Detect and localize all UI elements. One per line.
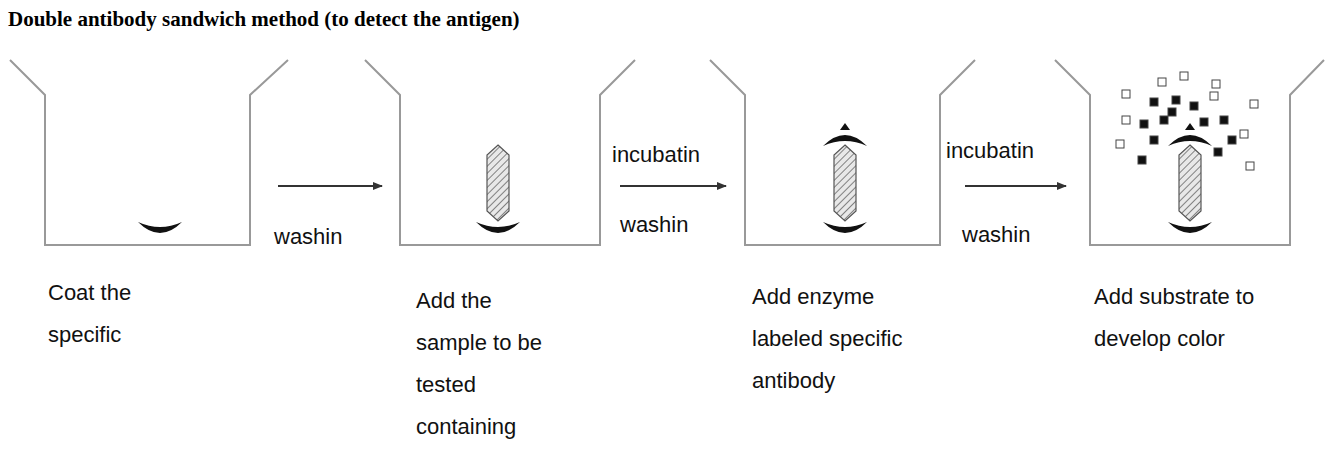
step-label: incubatin — [608, 140, 704, 170]
product-square — [1190, 102, 1198, 110]
product-square — [1246, 162, 1254, 170]
step-label: washin — [270, 222, 346, 252]
product-square — [1138, 156, 1146, 164]
product-square — [1220, 116, 1228, 124]
color-product — [1116, 72, 1258, 170]
step-label: washin — [958, 220, 1034, 250]
product-square — [1212, 80, 1220, 88]
step-caption: Add substrate to develop color — [1094, 276, 1319, 360]
product-square — [1122, 116, 1130, 124]
product-square — [1168, 108, 1176, 116]
product-square — [1210, 92, 1218, 100]
product-square — [1116, 140, 1124, 148]
step-arrows — [278, 185, 1066, 187]
product-square — [1250, 100, 1258, 108]
antigen — [1179, 145, 1201, 221]
antigen — [834, 145, 856, 221]
product-square — [1172, 96, 1180, 104]
product-square — [1180, 72, 1188, 80]
enzyme-antibody — [823, 123, 867, 146]
capture-antibody — [138, 222, 182, 233]
product-square — [1150, 136, 1158, 144]
well-outlines — [10, 60, 1324, 245]
step-caption: Coat the specific — [48, 272, 160, 356]
product-square — [1214, 148, 1222, 156]
product-square — [1122, 90, 1130, 98]
diagram-title: Double antibody sandwich method (to dete… — [8, 6, 520, 32]
product-square — [1158, 78, 1166, 86]
step-caption: Add enzyme labeled specific antibody — [752, 276, 937, 402]
step-label: incubatin — [942, 136, 1038, 166]
product-square — [1140, 120, 1148, 128]
product-square — [1240, 130, 1248, 138]
step-caption: Add the sample to be tested containing — [416, 280, 558, 448]
product-square — [1228, 136, 1236, 144]
step-label: washin — [616, 210, 692, 240]
product-square — [1160, 116, 1168, 124]
antigen — [487, 145, 509, 221]
product-square — [1150, 98, 1158, 106]
capture-antibody — [476, 222, 520, 233]
capture-antibody — [823, 222, 867, 233]
capture-antibody — [1168, 222, 1212, 233]
product-square — [1200, 118, 1208, 126]
